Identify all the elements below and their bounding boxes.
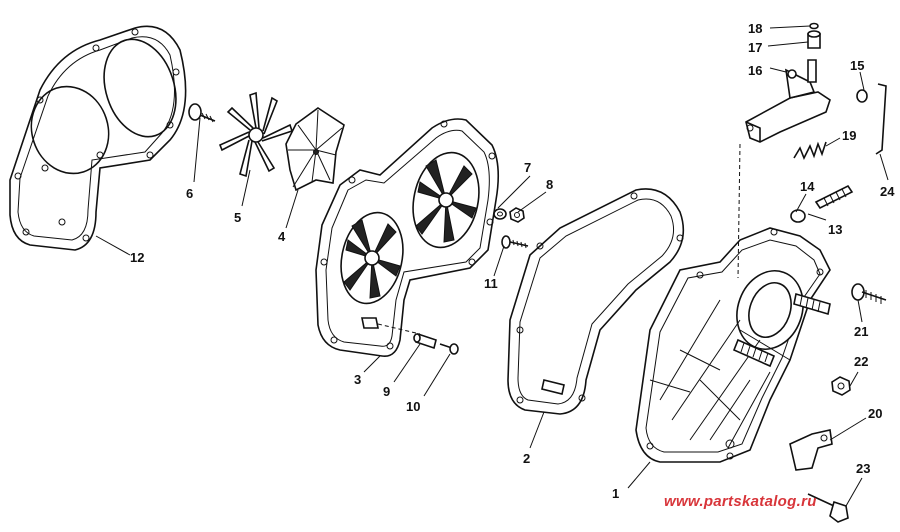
- label-10: 10: [406, 399, 420, 414]
- impeller-right: [415, 159, 477, 243]
- label-21: 21: [854, 324, 868, 339]
- label-9: 9: [383, 384, 390, 399]
- label-4: 4: [278, 229, 286, 244]
- stud-13-spacer-14: [790, 184, 854, 223]
- label-2: 2: [523, 451, 530, 466]
- screw-10: [439, 343, 459, 355]
- label-15: 15: [850, 58, 864, 73]
- label-13: 13: [828, 222, 842, 237]
- clip-18: [809, 22, 819, 30]
- screw-21: [851, 283, 887, 304]
- label-5: 5: [234, 210, 241, 225]
- pump-body-1: [635, 143, 831, 463]
- label-20: 20: [868, 406, 882, 421]
- watermark: www.partskatalog.ru: [664, 493, 817, 510]
- screw-6: [188, 103, 216, 123]
- washer-7: [493, 208, 507, 220]
- clamp-20: [789, 429, 833, 471]
- nut-15: [856, 89, 868, 103]
- spring-19: [793, 141, 827, 160]
- bracket-16: [745, 59, 831, 143]
- label-18: 18: [748, 21, 762, 36]
- label-16: 16: [748, 63, 762, 78]
- label-23: 23: [856, 461, 870, 476]
- label-19: 19: [842, 128, 856, 143]
- label-14: 14: [800, 179, 815, 194]
- label-7: 7: [524, 160, 531, 175]
- label-8: 8: [546, 177, 553, 192]
- gasket-2: [507, 188, 685, 415]
- label-11: 11: [484, 276, 498, 291]
- rod-24: [875, 83, 887, 155]
- impeller-left: [343, 219, 401, 299]
- label-22: 22: [854, 354, 868, 369]
- diaphragm-4: [285, 107, 345, 192]
- label-17: 17: [748, 40, 762, 55]
- screw-11: [501, 235, 529, 249]
- label-6: 6: [186, 186, 193, 201]
- gasket-12: [9, 25, 187, 251]
- label-24: 24: [880, 184, 895, 199]
- pin-9: [413, 332, 437, 350]
- nut-8: [509, 207, 525, 223]
- label-3: 3: [354, 372, 361, 387]
- bushing-17: [807, 30, 821, 49]
- leader-lines: [95, 25, 889, 507]
- pump-cover-3: [315, 118, 500, 357]
- nut-22: [831, 376, 851, 396]
- part-labels: 1 2 3 4 5 6 7 8 9 10 11 12 13 14 15 16 1…: [130, 21, 895, 501]
- label-12: 12: [130, 250, 144, 265]
- label-1: 1: [612, 486, 619, 501]
- bolt-23: [807, 493, 849, 523]
- reed-5: [218, 91, 294, 178]
